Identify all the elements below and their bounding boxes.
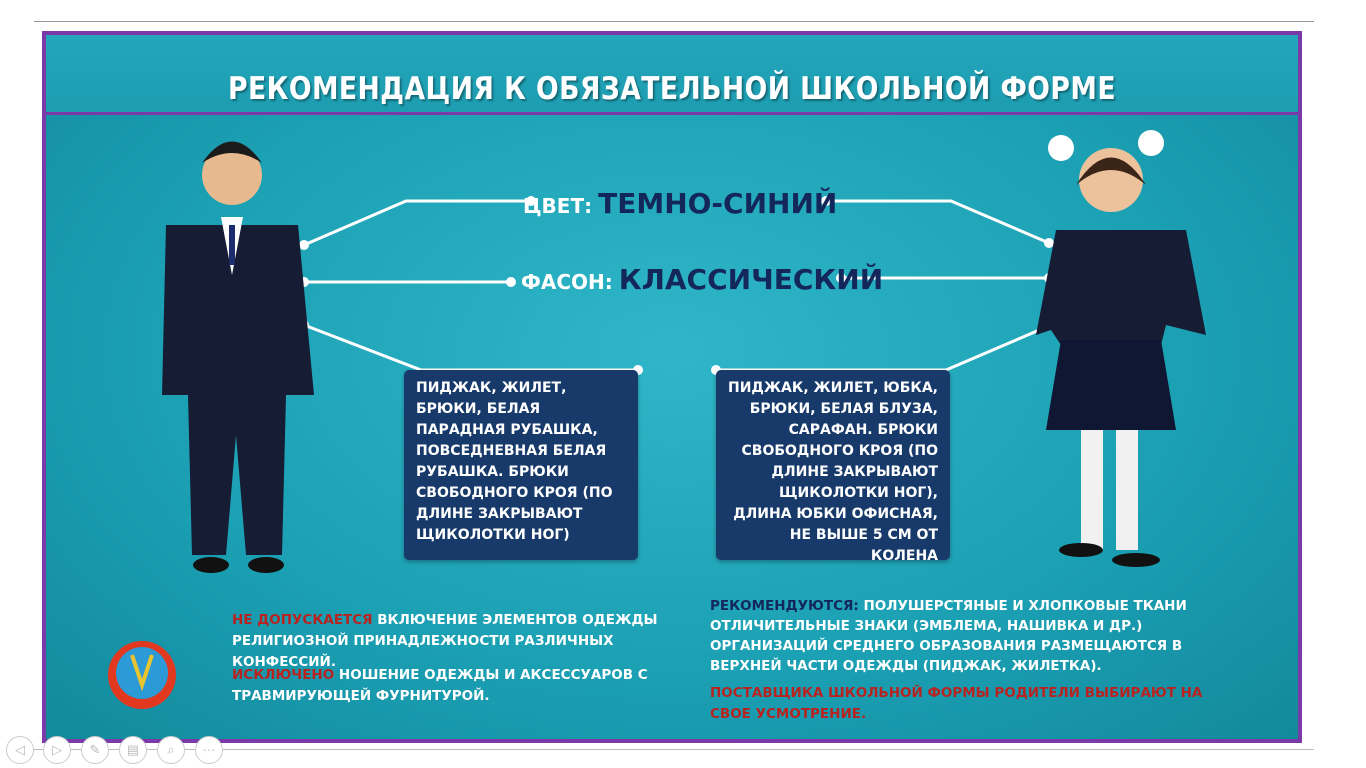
style-value: КЛАССИЧЕСКИЙ: [618, 263, 884, 296]
chevron-right-icon: ▷: [52, 742, 62, 757]
more-options-button[interactable]: ···: [195, 736, 223, 764]
note-recommended-em: РЕКОМЕНДУЮТСЯ:: [710, 598, 859, 614]
astana-emblem-logo: [108, 641, 176, 709]
color-value: ТЕМНО-СИНИЙ: [598, 187, 838, 220]
note-recommended-text: ПОЛУШЕРСТЯНЫЕ И ХЛОПКОВЫЕ ТКАНИ ОТЛИЧИТЕ…: [710, 598, 1187, 674]
previous-slide-button[interactable]: ◁: [6, 736, 34, 764]
slide-title: РЕКОМЕНДАЦИЯ К ОБЯЗАТЕЛЬНОЙ ШКОЛЬНОЙ ФОР…: [228, 71, 1116, 107]
color-label-text: ЦВЕТ:: [523, 194, 593, 218]
note-religious-text: ВКЛЮЧЕНИЕ ЭЛЕМЕНТОВ ОДЕЖДЫ РЕЛИГИОЗНОЙ П…: [232, 612, 658, 670]
divider: [34, 21, 1314, 22]
pen-icon: ✎: [89, 742, 101, 757]
zoom-button[interactable]: ⌕: [157, 736, 185, 764]
connector-lines: [108, 130, 1206, 709]
magnifier-icon: ⌕: [167, 742, 175, 757]
slides-icon: ▤: [126, 742, 140, 757]
color-label: ЦВЕТ:ТЕМНО-СИНИЙ: [523, 187, 837, 220]
slides-button[interactable]: ▤: [119, 736, 147, 764]
next-slide-button[interactable]: ▷: [43, 736, 71, 764]
note-recommended: РЕКОМЕНДУЮТСЯ: ПОЛУШЕРСТЯНЫЕ И ХЛОПКОВЫЕ…: [710, 596, 1240, 676]
note-supplier: ПОСТАВЩИКА ШКОЛЬНОЙ ФОРМЫ РОДИТЕЛИ ВЫБИР…: [710, 685, 1203, 722]
note-religious: НЕ ДОПУСКАЕТСЯ ВКЛЮЧЕНИЕ ЭЛЕМЕНТОВ ОДЕЖД…: [232, 610, 702, 673]
note-hardware: ИСКЛЮЧЕНО НОШЕНИЕ ОДЕЖДЫ И АКСЕССУАРОВ С…: [232, 665, 652, 707]
note-hardware-em: ИСКЛЮЧЕНО: [232, 667, 335, 683]
divider: [34, 749, 1314, 750]
style-label: ФАСОН:КЛАССИЧЕСКИЙ: [521, 263, 883, 296]
more-icon: ···: [202, 742, 216, 757]
boy-figure: [162, 141, 314, 573]
slide-header: РЕКОМЕНДАЦИЯ К ОБЯЗАТЕЛЬНОЙ ШКОЛЬНОЙ ФОР…: [46, 35, 1298, 115]
girl-figure: [1036, 130, 1206, 567]
girl-uniform-box: ПИДЖАК, ЖИЛЕТ, ЮБКА, БРЮКИ, БЕЛАЯ БЛУЗА,…: [716, 370, 950, 564]
style-label-text: ФАСОН:: [521, 270, 613, 294]
boy-uniform-box: ПИДЖАК, ЖИЛЕТ, БРЮКИ, БЕЛАЯ ПАРАДНАЯ РУБ…: [404, 370, 638, 560]
chevron-left-icon: ◁: [15, 742, 25, 757]
note-hardware-text: НОШЕНИЕ ОДЕЖДЫ И АКСЕССУАРОВ С ТРАВМИРУЮ…: [232, 667, 648, 704]
pen-button[interactable]: ✎: [81, 736, 109, 764]
note-religious-em: НЕ ДОПУСКАЕТСЯ: [232, 612, 373, 628]
slide: РЕКОМЕНДАЦИЯ К ОБЯЗАТЕЛЬНОЙ ШКОЛЬНОЙ ФОР…: [42, 31, 1302, 743]
